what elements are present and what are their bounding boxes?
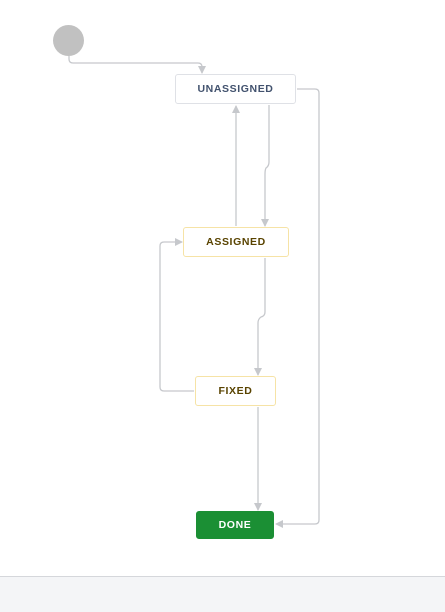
transition-fixed-to-assigned[interactable] [159,238,194,392]
transition-connectors [68,56,320,528]
transition-start-to-unassigned[interactable] [68,56,206,74]
status-label: DONE [218,519,252,531]
status-label: FIXED [218,385,253,397]
status-unassigned[interactable]: UNASSIGNED [175,74,296,104]
status-label: UNASSIGNED [197,83,274,95]
transition-assigned-to-fixed[interactable] [254,258,266,376]
footer-bar [0,576,445,612]
start-node [53,25,84,56]
status-assigned[interactable]: ASSIGNED [183,227,289,257]
transition-unassigned-to-assigned[interactable] [261,105,270,227]
status-done[interactable]: DONE [196,511,274,539]
workflow-diagram: UNASSIGNED ASSIGNED FIXED DONE [53,25,320,539]
transition-unassigned-to-done[interactable] [275,88,320,528]
status-fixed[interactable]: FIXED [195,376,276,406]
status-label: ASSIGNED [206,236,266,248]
